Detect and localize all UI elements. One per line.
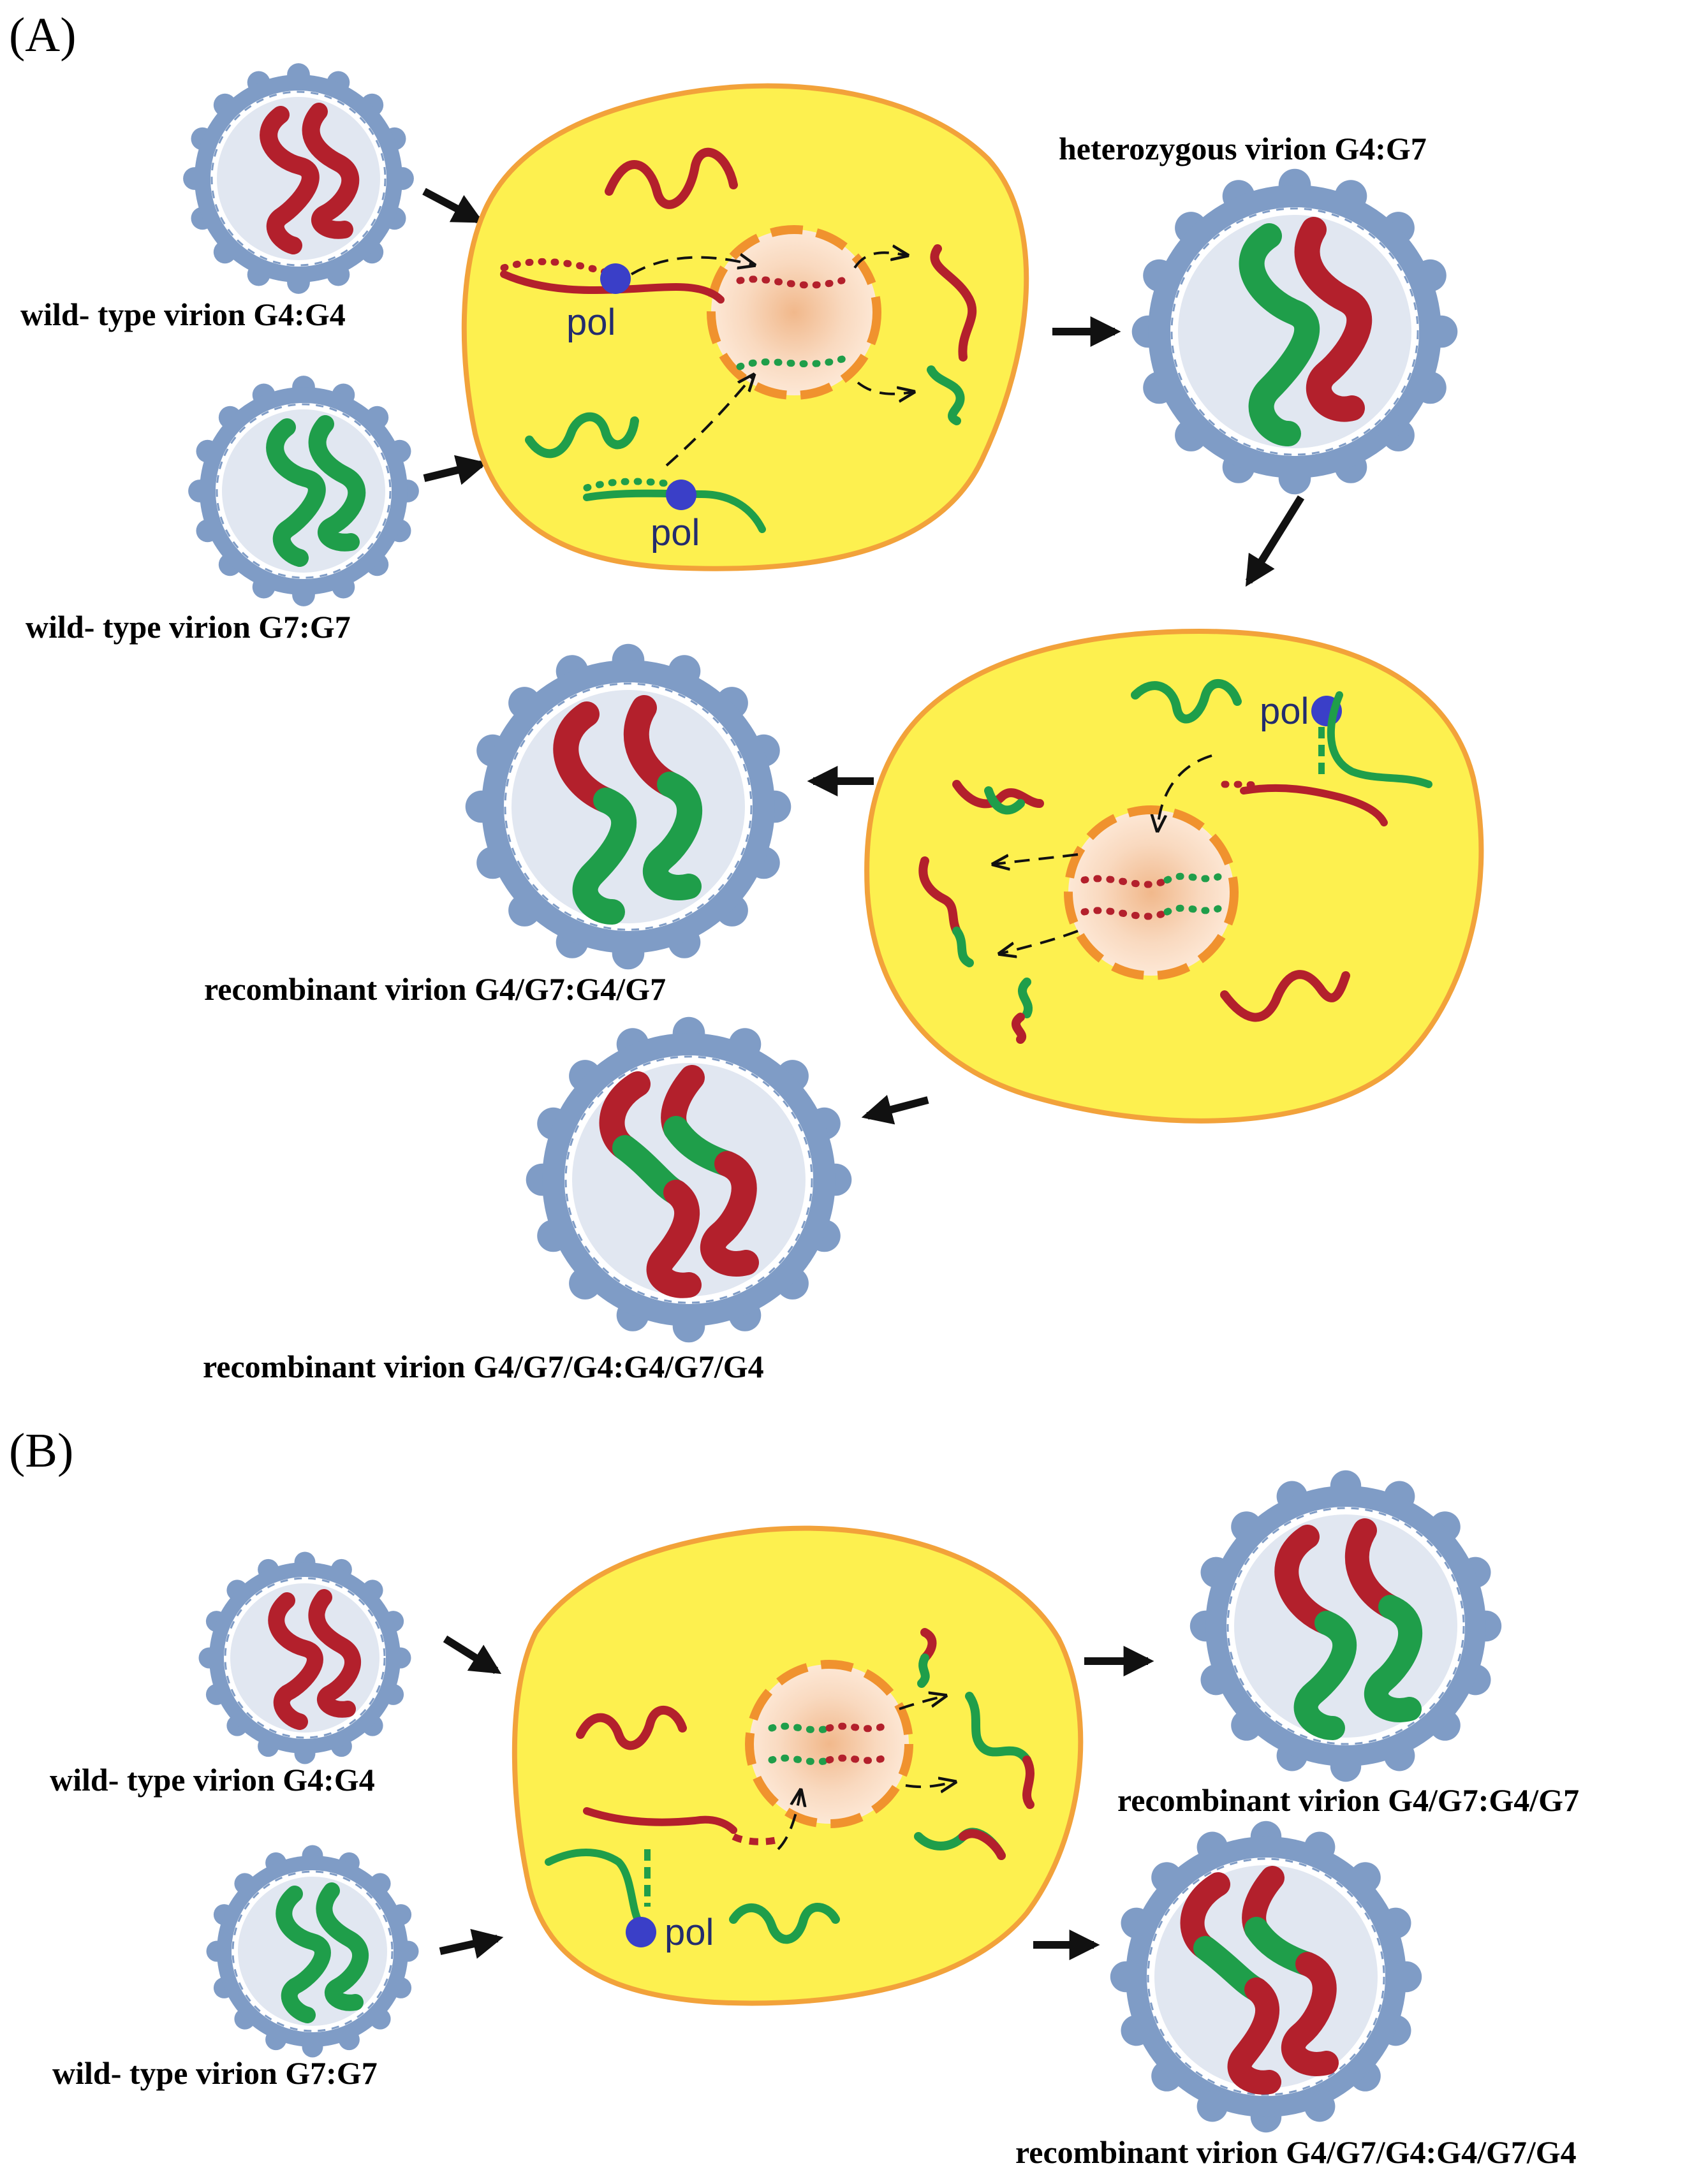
pol-label: pol xyxy=(651,512,700,553)
polymerase-icon xyxy=(666,480,696,510)
panel-a-label: (A) xyxy=(9,8,77,62)
arrow-icon xyxy=(423,455,488,485)
nucleus-icon xyxy=(707,225,881,400)
pol-label: pol xyxy=(1260,691,1309,732)
virion-icon xyxy=(1189,1470,1502,1782)
polymerase-icon xyxy=(600,263,631,294)
panel-b-label: (B) xyxy=(9,1424,73,1477)
panel-b: (B) wild- type virion G4:G4 wild- type v… xyxy=(9,1424,1579,2170)
recombinant-1-caption-b: recombinant virion G4/G7:G4/G7 xyxy=(1117,1782,1579,1818)
arrow-icon xyxy=(861,1095,929,1125)
virion-icon xyxy=(1110,1821,1422,2133)
wild-type-g4-caption-b: wild- type virion G4:G4 xyxy=(50,1762,375,1798)
virion-icon xyxy=(198,1551,411,1764)
virion-icon xyxy=(183,63,414,294)
wild-type-g7-caption-b: wild- type virion G7:G7 xyxy=(52,2055,378,2091)
virion-icon xyxy=(1131,168,1458,495)
arrow-icon xyxy=(443,1635,502,1675)
recombinant-2-caption: recombinant virion G4/G7/G4:G4/G7/G4 xyxy=(203,1349,764,1384)
nucleus-icon xyxy=(745,1660,913,1828)
arrow-icon xyxy=(1245,495,1305,587)
wild-type-g4-caption: wild- type virion G4:G4 xyxy=(20,297,346,332)
virion-icon xyxy=(526,1016,852,1343)
arrow-icon xyxy=(422,187,484,224)
panel-a: (A) wild- type virion G4:G4 wild- type v… xyxy=(9,8,1484,1384)
arrow-icon xyxy=(439,1928,504,1959)
pol-label-b: pol xyxy=(665,1912,714,1953)
polymerase-icon xyxy=(626,1917,656,1947)
pol-label: pol xyxy=(566,302,615,343)
virion-icon xyxy=(465,643,791,970)
virion-icon xyxy=(188,376,419,606)
recombinant-1-caption: recombinant virion G4/G7:G4/G7 xyxy=(204,971,666,1007)
heterozygous-caption: heterozygous virion G4:G7 xyxy=(1059,131,1427,166)
nucleus-icon xyxy=(1064,805,1239,980)
wild-type-g7-caption: wild- type virion G7:G7 xyxy=(26,609,351,645)
virion-icon xyxy=(206,1845,419,2058)
recombinant-2-caption-b: recombinant virion G4/G7/G4:G4/G7/G4 xyxy=(1015,2134,1577,2170)
